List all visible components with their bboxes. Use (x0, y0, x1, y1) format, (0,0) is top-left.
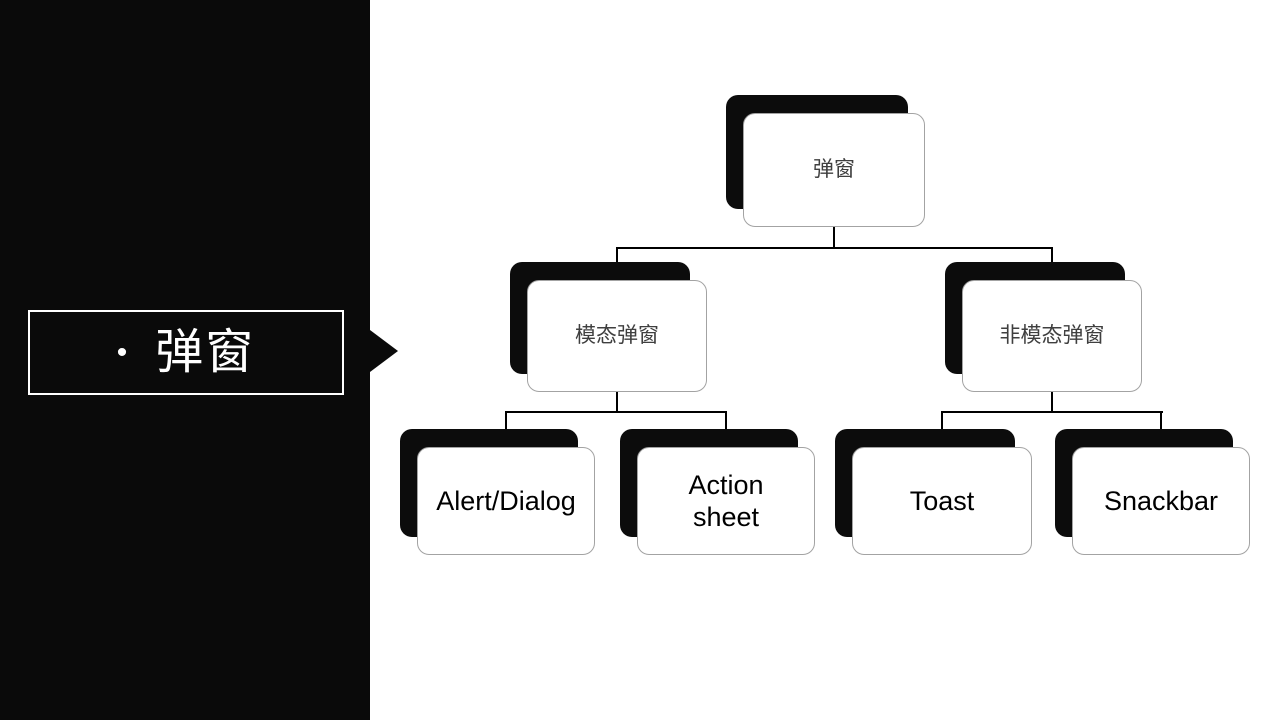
diagram-node-modal: 模态弹窗 (510, 262, 707, 392)
node-box: Alert/Dialog (417, 447, 595, 555)
slide-title: 弹窗 (155, 325, 256, 379)
node-label: 模态弹窗 (575, 324, 659, 348)
node-label: Toast (909, 485, 975, 516)
connector-line (505, 411, 727, 413)
diagram-node-action-sheet: Action sheet (620, 429, 815, 555)
connector-line (616, 392, 618, 413)
connector-line (616, 247, 1053, 249)
left-title-panel: • 弹窗 (0, 0, 370, 720)
diagram-node-alert-dialog: Alert/Dialog (400, 429, 595, 555)
node-box: 弹窗 (743, 113, 925, 227)
node-label: Snackbar (1103, 485, 1219, 516)
node-label: Action sheet (688, 469, 764, 532)
node-box: Action sheet (637, 447, 815, 555)
diagram-node-root: 弹窗 (726, 95, 925, 227)
diagram-node-nonmodal: 非模态弹窗 (945, 262, 1142, 392)
connector-line (941, 411, 1163, 413)
node-label: 非模态弹窗 (999, 324, 1105, 348)
node-box: 模态弹窗 (527, 280, 707, 392)
arrow-right-icon (370, 330, 398, 372)
node-label: 弹窗 (813, 158, 855, 182)
bullet-icon: • (116, 335, 128, 369)
diagram-node-toast: Toast (835, 429, 1032, 555)
connector-line (1051, 392, 1053, 413)
node-box: Toast (852, 447, 1032, 555)
node-box: Snackbar (1072, 447, 1250, 555)
node-label: Alert/Dialog (436, 485, 576, 516)
diagram-node-snackbar: Snackbar (1055, 429, 1250, 555)
slide-title-box: • 弹窗 (28, 310, 344, 395)
node-box: 非模态弹窗 (962, 280, 1142, 392)
connector-line (833, 227, 835, 248)
